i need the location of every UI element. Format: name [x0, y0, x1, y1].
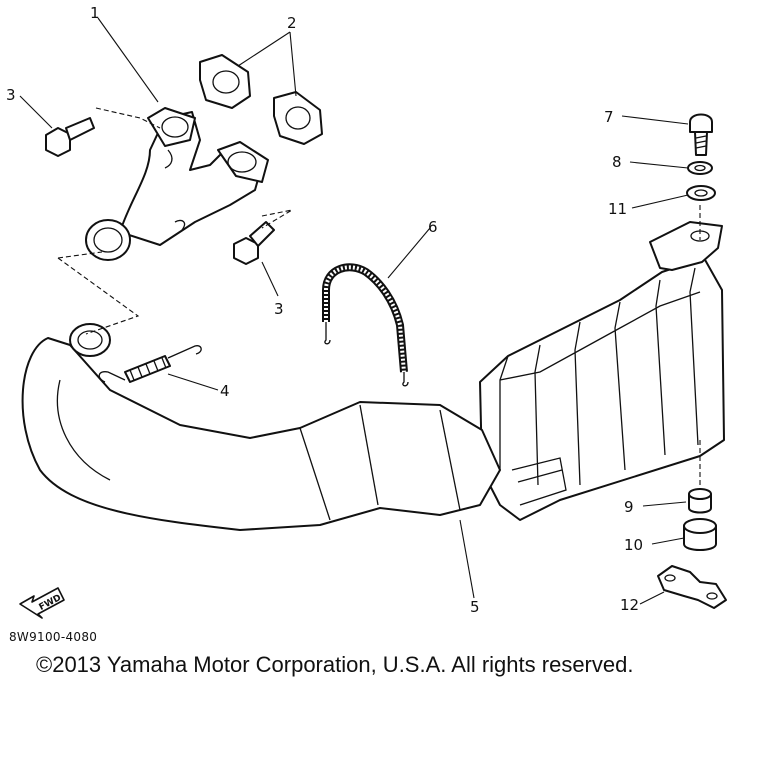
callout-4: 4: [220, 382, 230, 400]
pipe-inlet: [69, 323, 111, 357]
part-3-bolt-upper: [45, 117, 95, 157]
part-2-gaskets: [199, 54, 323, 145]
part-12-bracket: [657, 565, 727, 609]
part-1-exhaust-manifold: [85, 107, 269, 261]
part-6-spring: [322, 263, 409, 387]
exhaust-pipe: [21, 337, 501, 531]
callout-3-lower: 3: [274, 300, 284, 318]
leader-lines: [19, 17, 689, 605]
part-11-washer: [686, 185, 716, 201]
callout-10: 10: [624, 536, 643, 554]
exhaust-parts-diagram: 1 2 3 3 4 5 6 7 8 9 10 11 12 FWD: [6, 4, 727, 619]
callout-7: 7: [604, 108, 614, 126]
part-5-muffler-assembly: [21, 221, 725, 531]
part-9-collar: [688, 488, 712, 514]
part-10-grommet: [683, 518, 717, 551]
callout-5: 5: [470, 598, 480, 616]
manifold-outlet: [85, 219, 131, 261]
callout-9: 9: [624, 498, 634, 516]
callout-8: 8: [612, 153, 622, 171]
muffler-bracket: [649, 221, 723, 271]
callout-1: 1: [90, 4, 100, 22]
callout-3-upper: 3: [6, 86, 16, 104]
callout-2: 2: [287, 14, 297, 32]
part-3-bolt-lower: [233, 221, 275, 265]
callout-11: 11: [608, 200, 627, 218]
part-8-washer: [687, 161, 713, 175]
muffler-body: [479, 257, 725, 521]
forward-arrow-icon: FWD: [19, 587, 65, 619]
assembly-lines: [57, 107, 701, 488]
callout-12: 12: [620, 596, 639, 614]
callout-6: 6: [428, 218, 438, 236]
diagram-code: 8W9100-4080: [9, 630, 98, 644]
copyright-notice: ©2013 Yamaha Motor Corporation, U.S.A. A…: [36, 652, 634, 677]
part-4-spring: [98, 345, 202, 383]
part-7-bolt: [689, 113, 713, 156]
callout-numbers: 1 2 3 3 4 5 6 7 8 9 10 11 12: [6, 4, 643, 616]
